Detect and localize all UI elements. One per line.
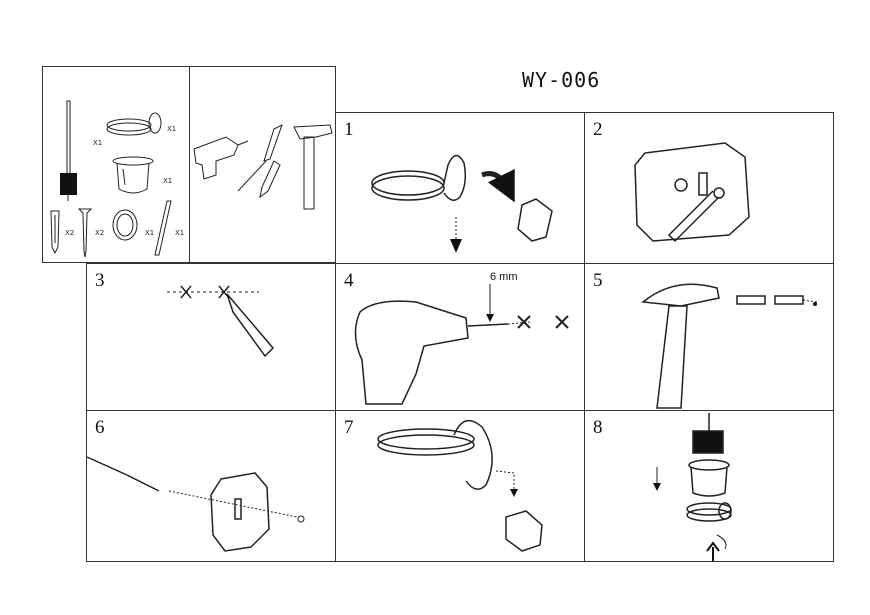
- step-number: 5: [593, 270, 603, 291]
- mounting-ring-icon: [112, 209, 138, 241]
- screwdriver-icon: [237, 123, 283, 192]
- step-4-illustration: 6 mm: [354, 271, 569, 405]
- step-3-panel: 3: [86, 263, 336, 411]
- step-1-illustration: [371, 154, 553, 253]
- step-2-panel: 2: [584, 112, 834, 264]
- step-8-panel: 8: [584, 410, 834, 562]
- drill-icon: [193, 136, 249, 180]
- hammer-icon: [293, 124, 333, 210]
- step-number: 1: [344, 119, 354, 140]
- brush-qty: X1: [93, 139, 102, 147]
- key-qty: X1: [175, 229, 184, 237]
- step-number: 6: [95, 417, 105, 438]
- toilet-brush-icon: [60, 100, 77, 201]
- tools-illustration: [193, 123, 333, 210]
- model-title: WY-006: [522, 68, 601, 92]
- step-number: 2: [593, 119, 603, 140]
- step-number: 3: [95, 270, 105, 291]
- step-4-panel: 4 6 mm: [335, 263, 585, 411]
- step-number: 7: [344, 417, 354, 438]
- step-7-panel: 7: [335, 410, 585, 562]
- step-8-illustration: [653, 413, 732, 561]
- step-6-illustration: [86, 456, 305, 552]
- step-1-panel: 1: [335, 112, 585, 264]
- wall-anchor-icon: [50, 210, 60, 255]
- step-7-illustration: [377, 419, 543, 552]
- anchor-qty: X2: [65, 229, 74, 237]
- tools-panel: [189, 66, 336, 263]
- step-2-illustration: [634, 142, 750, 243]
- screw-qty: X2: [95, 229, 104, 237]
- step-3-illustration: [167, 285, 275, 358]
- glass-cup-icon: [112, 156, 154, 194]
- parts-illustration: X1 X1 X1 X2 X2 X1: [50, 100, 184, 258]
- hex-key-icon: [154, 200, 172, 256]
- holder-ring-icon: [106, 112, 162, 136]
- step-number: 8: [593, 417, 603, 438]
- step-5-panel: 5: [584, 263, 834, 411]
- step-6-panel: 6: [86, 410, 336, 562]
- parts-panel: X1 X1 X1 X2 X2 X1: [42, 66, 190, 263]
- pencil-icon: [259, 160, 281, 199]
- cup-qty: X1: [163, 177, 172, 185]
- holder-ring-qty: X1: [167, 125, 176, 133]
- step-5-illustration: [641, 283, 818, 409]
- step-number: 4: [344, 270, 354, 291]
- drill-size-label: 6 mm: [490, 271, 518, 283]
- ring-qty: X1: [145, 229, 154, 237]
- screw-icon: [77, 208, 93, 258]
